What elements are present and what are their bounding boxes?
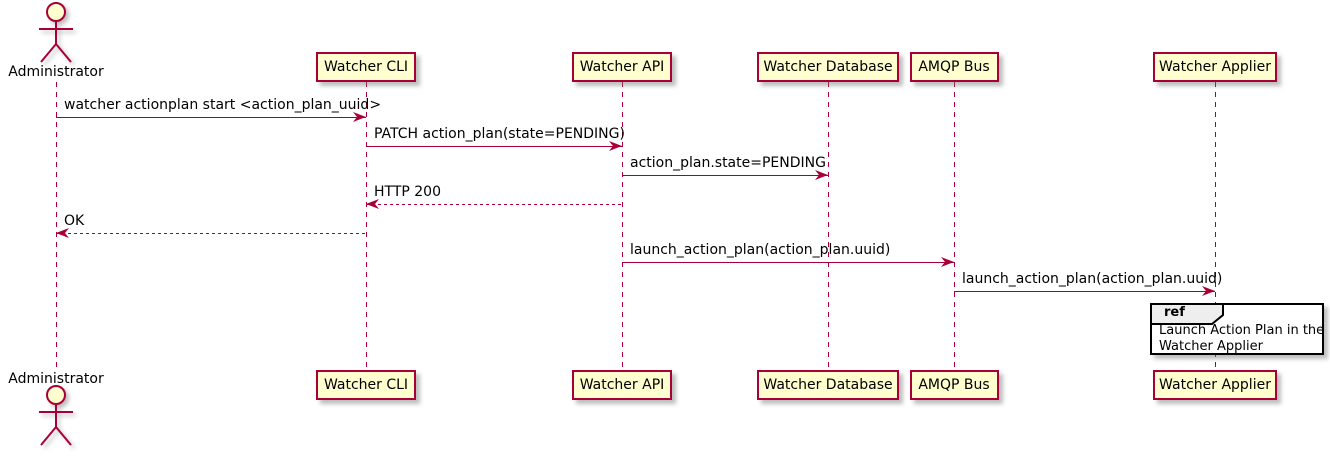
actor-label-administrator-top: Administrator [8, 64, 104, 80]
actor-figure-administrator-top [39, 2, 73, 63]
participant-watcher-applier-top: Watcher Applier [1153, 52, 1277, 82]
participant-amqp-bus-top: AMQP Bus [909, 52, 999, 82]
message-arrowhead-4 [366, 199, 379, 209]
participant-watcher-applier-bottom: Watcher Applier [1153, 370, 1277, 400]
participant-watcher-database-top: Watcher Database [757, 52, 899, 82]
participant-watcher-database-bottom: Watcher Database [757, 370, 899, 400]
participant-amqp-bus-bottom: AMQP Bus [909, 370, 999, 400]
message-label-1: watcher actionplan start <action_plan_uu… [64, 97, 382, 113]
participant-label: Watcher CLI [323, 377, 409, 393]
participant-label: Watcher Database [763, 59, 893, 75]
participant-watcher-api-top: Watcher API [572, 52, 672, 82]
participant-label: Watcher Database [763, 377, 893, 393]
participant-watcher-api-bottom: Watcher API [572, 370, 672, 400]
actor-figure-administrator-bottom [39, 385, 73, 446]
actor-label-administrator-bottom: Administrator [8, 371, 104, 387]
message-label-5: OK [64, 213, 85, 229]
message-arrowhead-1 [353, 112, 366, 122]
ref-text-line-2: Watcher Applier [1159, 339, 1263, 354]
ref-keyword: ref [1164, 305, 1185, 320]
message-arrowhead-6 [941, 257, 954, 267]
message-label-4: HTTP 200 [374, 184, 441, 200]
participant-label: AMQP Bus [918, 377, 990, 393]
message-label-2: PATCH action_plan(state=PENDING) [374, 126, 625, 142]
participant-label: Watcher API [579, 377, 665, 393]
message-label-6: launch_action_plan(action_plan.uuid) [630, 242, 891, 258]
message-arrowhead-5 [56, 228, 69, 238]
participant-label: Watcher Applier [1159, 377, 1271, 393]
ref-keyword-tab [1150, 303, 1224, 325]
message-label-7: launch_action_plan(action_plan.uuid) [962, 271, 1223, 287]
message-arrowhead-2 [609, 141, 622, 151]
message-arrowhead-7 [1202, 286, 1215, 296]
participant-watcher-cli-top: Watcher CLI [316, 52, 416, 82]
participant-label: Watcher CLI [323, 59, 409, 75]
ref-text-line-1: Launch Action Plan in the [1159, 323, 1325, 338]
participant-label: Watcher API [579, 59, 665, 75]
message-arrowhead-3 [815, 170, 828, 180]
participant-watcher-cli-bottom: Watcher CLI [316, 370, 416, 400]
message-label-3: action_plan.state=PENDING [630, 155, 826, 171]
participant-label: AMQP Bus [918, 59, 990, 75]
participant-label: Watcher Applier [1159, 59, 1271, 75]
